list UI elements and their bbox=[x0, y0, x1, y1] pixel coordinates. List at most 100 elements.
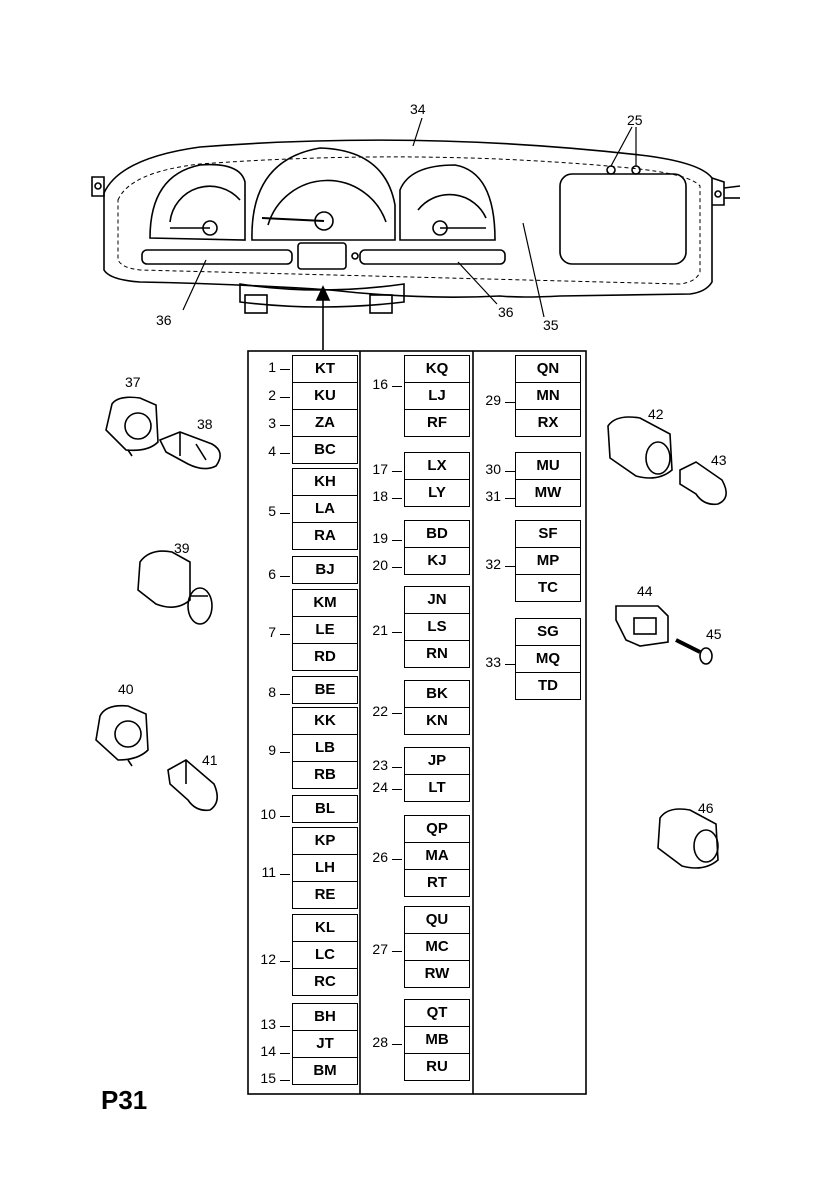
code-group-21: JN LS RN bbox=[404, 586, 470, 668]
code-cell: MW bbox=[516, 479, 580, 506]
code-cell: BD bbox=[426, 525, 448, 542]
code-cell: BE bbox=[314, 681, 336, 698]
code-group-22: BK KN bbox=[404, 680, 470, 735]
bulb-43-drawing bbox=[679, 461, 727, 506]
code-cell: RX bbox=[516, 409, 580, 436]
code-cell: KM bbox=[313, 594, 337, 611]
item-num-20: 20 bbox=[372, 557, 388, 573]
leader-18 bbox=[392, 498, 402, 500]
leader-6 bbox=[280, 576, 290, 578]
callout-38: 38 bbox=[197, 416, 213, 432]
code-group-10: BL bbox=[292, 795, 358, 823]
code-group-32: SF MP TC bbox=[515, 520, 581, 602]
item-num-5: 5 bbox=[268, 503, 276, 519]
code-cell: KU bbox=[314, 387, 336, 404]
screw-45-drawing bbox=[675, 638, 713, 665]
code-cell: LJ bbox=[405, 382, 469, 409]
leader-27 bbox=[392, 951, 402, 953]
code-cell: RB bbox=[293, 761, 357, 788]
item-num-9: 9 bbox=[268, 742, 276, 758]
holder-42-drawing bbox=[607, 416, 673, 479]
callout-40: 40 bbox=[118, 681, 134, 697]
leader-5 bbox=[280, 513, 290, 515]
leader-16 bbox=[392, 386, 402, 388]
code-cell: QP bbox=[426, 820, 448, 837]
leader-14 bbox=[280, 1053, 290, 1055]
callout-46: 46 bbox=[698, 800, 714, 816]
item-num-19: 19 bbox=[372, 530, 388, 546]
item-num-21: 21 bbox=[372, 622, 388, 638]
code-cell: KK bbox=[314, 712, 336, 729]
item-num-17: 17 bbox=[372, 461, 388, 477]
code-cell: LC bbox=[293, 941, 357, 968]
code-cell: RU bbox=[405, 1053, 469, 1080]
leader-13 bbox=[280, 1026, 290, 1028]
callout-25: 25 bbox=[627, 112, 643, 128]
code-cell: QT bbox=[426, 1004, 448, 1021]
code-group-5: KH LA RA bbox=[292, 468, 358, 550]
leader-11 bbox=[280, 874, 290, 876]
leader-3 bbox=[280, 425, 290, 427]
code-cell: ZA bbox=[315, 414, 335, 431]
leader-21 bbox=[392, 632, 402, 634]
leader-19 bbox=[392, 540, 402, 542]
code-cell: RA bbox=[293, 522, 357, 549]
code-cell: RN bbox=[405, 640, 469, 667]
item-num-18: 18 bbox=[372, 488, 388, 504]
callout-37: 37 bbox=[125, 374, 141, 390]
item-num-1: 1 bbox=[268, 359, 276, 375]
item-num-32: 32 bbox=[485, 556, 501, 572]
callout-36-right: 36 bbox=[498, 304, 514, 320]
code-group-16: KQ LJ RF bbox=[404, 355, 470, 437]
item-num-6: 6 bbox=[268, 566, 276, 582]
leader-4 bbox=[280, 453, 290, 455]
code-cell: LA bbox=[293, 495, 357, 522]
item-num-24: 24 bbox=[372, 779, 388, 795]
leader-12 bbox=[280, 961, 290, 963]
leader-31 bbox=[505, 498, 515, 500]
code-group-33: SG MQ TD bbox=[515, 618, 581, 700]
leader-9 bbox=[280, 752, 290, 754]
holder-39-drawing bbox=[137, 550, 213, 625]
leader-10 bbox=[280, 816, 290, 818]
item-num-27: 27 bbox=[372, 941, 388, 957]
leader-30 bbox=[505, 471, 515, 473]
code-cell: KL bbox=[315, 919, 335, 936]
code-group-17-18: LX LY bbox=[404, 452, 470, 507]
code-cell: MU bbox=[536, 457, 560, 474]
item-num-15: 15 bbox=[260, 1070, 276, 1086]
item-num-23: 23 bbox=[372, 757, 388, 773]
code-cell: KQ bbox=[425, 360, 449, 377]
leader-20 bbox=[392, 567, 402, 569]
leader-8 bbox=[280, 694, 290, 696]
item-num-30: 30 bbox=[485, 461, 501, 477]
leader-2 bbox=[280, 397, 290, 399]
code-cell: LE bbox=[293, 616, 357, 643]
code-cell: LT bbox=[405, 774, 469, 801]
code-cell: MP bbox=[516, 547, 580, 574]
item-num-2: 2 bbox=[268, 387, 276, 403]
leader-23 bbox=[392, 767, 402, 769]
code-cell: KT bbox=[315, 360, 335, 377]
code-cell: LH bbox=[293, 854, 357, 881]
code-cell: JT bbox=[293, 1030, 357, 1057]
code-cell: MA bbox=[405, 842, 469, 869]
item-num-12: 12 bbox=[260, 951, 276, 967]
leader-29 bbox=[505, 402, 515, 404]
code-cell: KJ bbox=[405, 547, 469, 574]
code-group-13-15: BH JT BM bbox=[292, 1003, 358, 1085]
leader-7 bbox=[280, 634, 290, 636]
code-group-6: BJ bbox=[292, 556, 358, 584]
code-cell: JP bbox=[427, 752, 447, 769]
clip-44-drawing bbox=[615, 605, 669, 647]
code-cell: LS bbox=[405, 613, 469, 640]
callout-41: 41 bbox=[202, 752, 218, 768]
code-cell: KP bbox=[314, 832, 336, 849]
code-cell: RW bbox=[405, 960, 469, 987]
code-group-29: QN MN RX bbox=[515, 355, 581, 437]
code-group-8: BE bbox=[292, 676, 358, 704]
code-cell: KH bbox=[314, 473, 336, 490]
code-group-12: KL LC RC bbox=[292, 914, 358, 996]
code-cell: BM bbox=[293, 1057, 357, 1084]
code-cell: TC bbox=[516, 574, 580, 601]
